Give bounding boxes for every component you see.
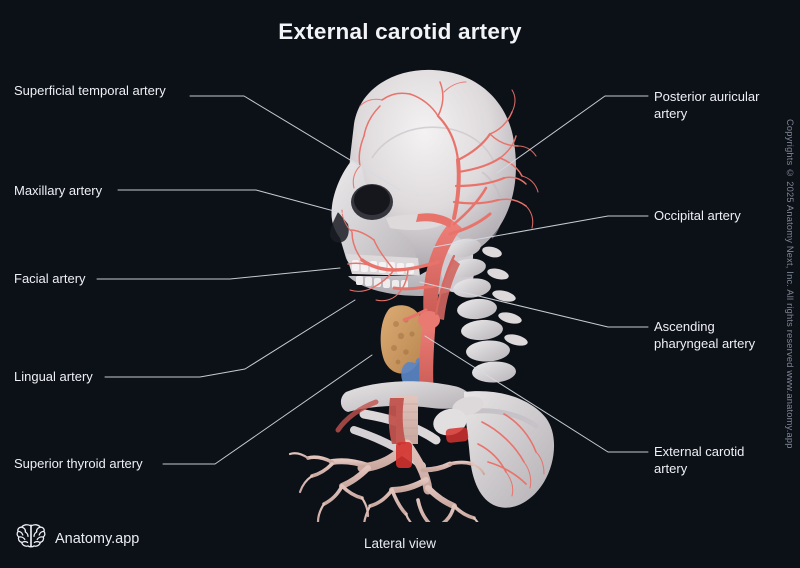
label-ascending-pharyngeal-artery[interactable]: Ascending pharyngeal artery [654,319,756,351]
copyright-text: Copyrights © 2025 Anatomy Next, Inc. All… [785,119,795,449]
brand-logo[interactable]: Anatomy.app [16,522,139,555]
view-caption: Lateral view [363,536,437,551]
label-posterior-auricular-artery[interactable]: Posterior auricular artery [654,89,760,121]
shoulder-girdle [340,381,555,508]
label-maxillary-artery[interactable]: Maxillary artery [14,183,103,198]
label-facial-artery[interactable]: Facial artery [14,271,86,286]
brain-icon [16,522,46,555]
anatomy-illustration [268,62,568,522]
label-external-carotid-artery[interactable]: External carotid artery [654,444,745,476]
copyright-notice: Copyrights © 2025 Anatomy Next, Inc. All… [779,0,800,568]
facial-artery-network [341,209,409,302]
label-occipital-artery[interactable]: Occipital artery [654,208,741,223]
label-lingual-artery[interactable]: Lingual artery [14,369,93,384]
page-title: External carotid artery [278,19,522,44]
label-superior-thyroid-artery[interactable]: Superior thyroid artery [14,456,143,471]
brand-name: Anatomy.app [55,530,140,547]
label-superficial-temporal-artery[interactable]: Superficial temporal artery [14,83,166,98]
thyroid-gland [380,305,425,374]
